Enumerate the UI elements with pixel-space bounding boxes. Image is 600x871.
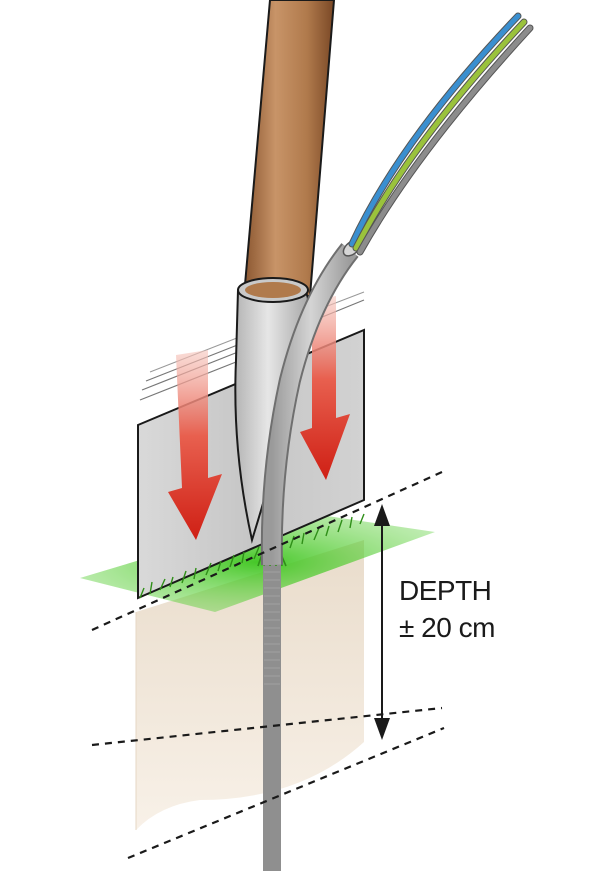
depth-level-line <box>91 706 443 747</box>
grass-tufts <box>139 513 365 599</box>
reference-lines <box>91 470 445 860</box>
push-arrow-left <box>168 350 222 540</box>
soil-block <box>135 540 364 830</box>
depth-dimension-arrow <box>374 504 390 740</box>
grass-surface <box>80 512 435 612</box>
wires <box>348 12 534 256</box>
bottom-level-line <box>127 726 445 860</box>
depth-value: ± 20 cm <box>399 612 495 643</box>
depth-label: DEPTH ± 20 cm <box>399 575 495 643</box>
spade-handle <box>242 0 336 297</box>
depth-title: DEPTH <box>399 575 491 606</box>
